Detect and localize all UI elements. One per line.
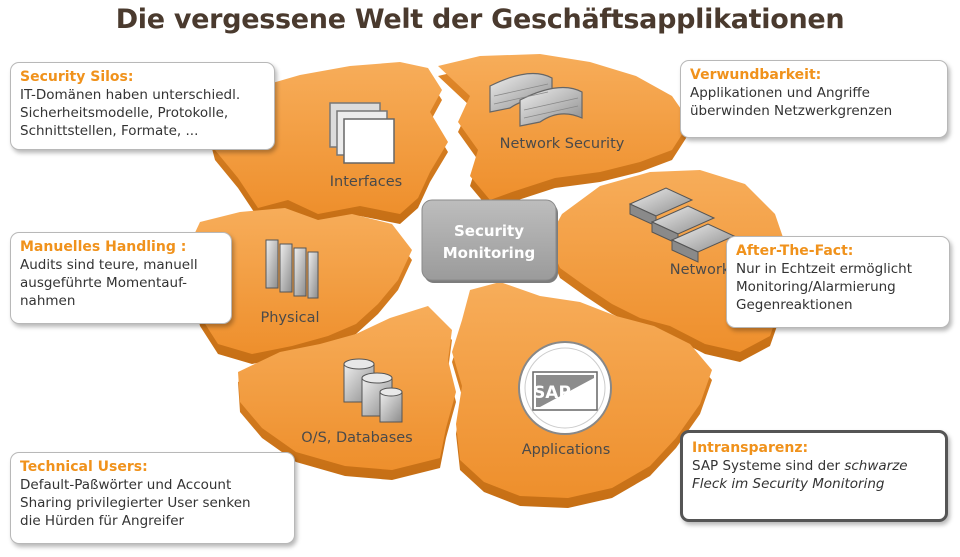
callout-intransparenz: Intransparenz: SAP Systeme sind der schw…: [680, 430, 948, 522]
segment-label-network: Network: [670, 262, 731, 278]
callout-text-normal: SAP Systeme sind der: [692, 458, 845, 474]
sap-logo-icon: SAP: [518, 341, 612, 435]
database-icon: [343, 358, 403, 423]
firewall-icon: [489, 72, 583, 127]
callout-title: Manuelles Handling :: [20, 239, 187, 255]
callout-line: Gegenreaktionen: [736, 297, 853, 313]
callout-line: Nur in Echtzeit ermöglicht: [736, 261, 912, 277]
switch-icon: [628, 187, 736, 263]
callout-line: Monitoring/Alarmierung: [736, 279, 896, 295]
callout-technical-users: Technical Users: Default-Paßwörter und A…: [10, 452, 295, 544]
center-label-line1: Security: [454, 222, 524, 240]
callout-manuelles-handling: Manuelles Handling : Audits sind teure, …: [10, 232, 232, 324]
server-rack-icon: [265, 239, 319, 299]
callout-line: Applikationen und Angriffe: [690, 85, 870, 101]
sap-logo-text: SAP: [533, 383, 571, 403]
segment-applications: SAP Applications: [452, 282, 712, 508]
segment-label-applications: Applications: [522, 442, 611, 458]
segment-os-databases: O/S, Databases: [238, 306, 456, 480]
callout-title: After-The-Fact:: [736, 243, 854, 259]
callout-line: SAP Systeme sind der schwarze: [692, 457, 936, 475]
segment-network-security: Network Security: [438, 54, 690, 210]
callout-line: überwinden Netzwerkgrenzen: [690, 103, 893, 119]
callout-text-italic: schwarze: [844, 458, 908, 474]
segment-label-physical: Physical: [261, 310, 320, 326]
windows-icon: [329, 102, 395, 164]
callout-title: Verwundbarkeit:: [690, 67, 822, 83]
callout-security-silos: Security Silos: IT-Domänen haben untersc…: [10, 62, 275, 150]
segment-physical: Physical: [186, 208, 412, 364]
callout-line: IT-Domänen haben unterschiedl.: [20, 87, 241, 103]
segment-label-network-security: Network Security: [500, 136, 625, 152]
callout-line: ausgeführte Momentauf-: [20, 275, 187, 291]
page-title: Die vergessene Welt der Geschäftsapplika…: [115, 4, 845, 35]
callout-after-the-fact: After-The-Fact: Nur in Echtzeit ermöglic…: [726, 236, 950, 328]
callout-line: die Hürden für Angreifer: [20, 513, 185, 529]
callout-line: Sharing privilegierter User senken: [20, 495, 251, 511]
callout-line: Sicherheitsmodelle, Protokolle,: [20, 105, 229, 121]
callout-title: Technical Users:: [20, 459, 148, 475]
callout-title: Security Silos:: [20, 69, 134, 85]
center-security-monitoring: Security Monitoring: [421, 199, 558, 283]
segment-label-os-databases: O/S, Databases: [301, 430, 412, 446]
callout-verwundbarkeit: Verwundbarkeit: Applikationen und Angrif…: [680, 60, 948, 138]
callout-line: Schnittstellen, Formate, ...: [20, 123, 199, 139]
segment-label-interfaces: Interfaces: [330, 174, 402, 190]
callout-line: Default-Paßwörter und Account: [20, 477, 232, 493]
callout-line: nahmen: [20, 293, 76, 309]
callout-title: Intransparenz:: [692, 440, 809, 456]
center-label-line2: Monitoring: [443, 244, 535, 262]
callout-line: Fleck im Security Monitoring: [692, 476, 885, 492]
callout-line: Audits sind teure, manuell: [20, 257, 198, 273]
